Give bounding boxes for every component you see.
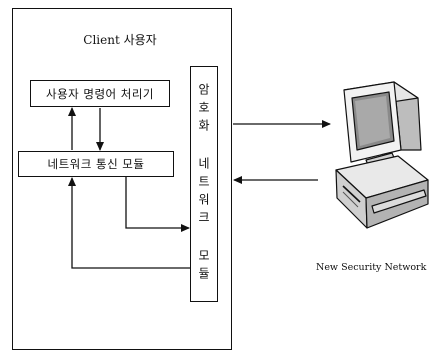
encryption-network-label: 암호화 네트워크 모듈 <box>196 83 213 285</box>
command-processor-label: 사용자 명령어 처리기 <box>46 86 154 102</box>
network-comm-box: 네트워크 통신 모듈 <box>18 151 174 177</box>
network-label: New Security Network <box>316 262 426 273</box>
network-comm-label: 네트워크 통신 모듈 <box>48 156 145 172</box>
computer-icon <box>336 82 428 228</box>
command-processor-box: 사용자 명령어 처리기 <box>30 80 170 107</box>
encryption-network-box: 암호화 네트워크 모듈 <box>190 66 218 302</box>
client-title: Client 사용자 <box>40 31 200 48</box>
